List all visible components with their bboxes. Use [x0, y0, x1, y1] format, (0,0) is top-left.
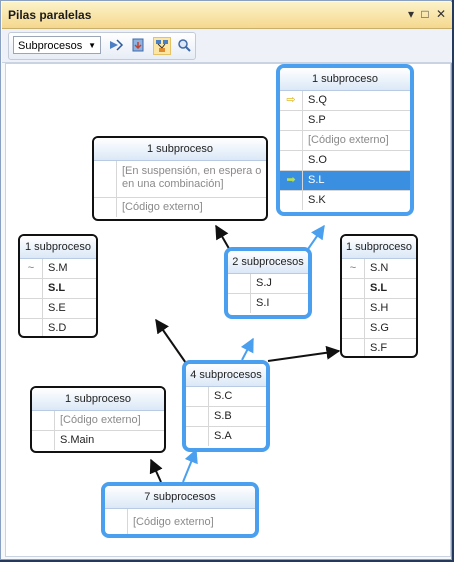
node-header: 4 subprocesos: [186, 364, 266, 387]
chevron-down-icon: ▼: [88, 41, 96, 50]
edge-middle-to-topright: [305, 224, 325, 253]
stack-frame[interactable]: S.D: [20, 319, 96, 336]
stack-frame[interactable]: [Código externo]: [280, 131, 410, 151]
stack-frame[interactable]: S.L: [342, 279, 416, 299]
call-edges: [149, 224, 341, 483]
edge-four-to-right: [267, 345, 341, 362]
toggle-method-view-icon[interactable]: [107, 37, 125, 55]
maximize-icon[interactable]: □: [421, 7, 429, 21]
stack-frame[interactable]: ~S.M: [20, 259, 96, 279]
title-bar: Pilas paralelas ▾ □ ✕: [2, 2, 452, 29]
stack-frame[interactable]: S.Main: [32, 431, 164, 450]
magnify-icon[interactable]: [175, 37, 193, 55]
stack-node-left[interactable]: 1 subproceso ~S.M S.L S.E S.D: [18, 234, 98, 338]
stack-frame[interactable]: [En suspensión, en espera o en una combi…: [94, 161, 266, 198]
stack-frame[interactable]: S.H: [342, 299, 416, 319]
arrow-icon: ⇨: [280, 91, 303, 110]
arrow-green-icon: ➡: [280, 171, 303, 190]
node-header: 2 subprocesos: [228, 251, 308, 274]
edge-bottom-to-main: [149, 458, 163, 483]
stack-frame[interactable]: S.C: [186, 387, 266, 407]
stack-frame[interactable]: [Código externo]: [105, 509, 255, 534]
window-controls: ▾ □ ✕: [404, 7, 446, 21]
stack-frame[interactable]: S.P: [280, 111, 410, 131]
stack-frame[interactable]: S.O: [280, 151, 410, 171]
stack-frame[interactable]: S.A: [186, 427, 266, 446]
edge-four-to-middle: [240, 337, 254, 361]
stack-frame[interactable]: S.K: [280, 191, 410, 210]
window-title: Pilas paralelas: [8, 8, 92, 22]
stack-node-top-middle[interactable]: 1 subproceso [En suspensión, en espera o…: [92, 136, 268, 221]
node-header: 1 subproceso: [342, 236, 416, 259]
node-header: 1 subproceso: [94, 138, 266, 161]
node-header: 1 subproceso: [32, 388, 164, 411]
view-selector[interactable]: Subprocesos ▼: [13, 36, 101, 54]
node-header: 7 subprocesos: [105, 486, 255, 509]
stack-frame[interactable]: ⇨S.Q: [280, 91, 410, 111]
stacks-canvas[interactable]: 1 subproceso ⇨S.Q S.P [Código externo] S…: [5, 63, 451, 557]
stack-node-middle[interactable]: 2 subprocesos S.J S.I: [224, 247, 312, 319]
edge-four-to-left: [155, 318, 189, 367]
stack-frame[interactable]: [Código externo]: [32, 411, 164, 431]
stack-frame[interactable]: [Código externo]: [94, 198, 266, 217]
stack-node-four[interactable]: 4 subprocesos S.C S.B S.A: [182, 360, 270, 452]
wave-icon: ~: [342, 259, 365, 278]
stack-node-top-right[interactable]: 1 subproceso ⇨S.Q S.P [Código externo] S…: [276, 64, 414, 216]
stack-node-right[interactable]: 1 subproceso ~S.N S.L S.H S.G S.F: [340, 234, 418, 358]
stack-frame[interactable]: S.E: [20, 299, 96, 319]
auto-scroll-icon[interactable]: [129, 37, 147, 55]
stack-frame[interactable]: S.I: [228, 294, 308, 313]
wave-icon: ~: [20, 259, 43, 278]
stack-frame[interactable]: S.G: [342, 319, 416, 339]
toolbar-group: Subprocesos ▼: [8, 32, 196, 60]
node-header: 1 subproceso: [20, 236, 96, 259]
close-icon[interactable]: ✕: [435, 7, 446, 21]
view-selector-value: Subprocesos: [18, 40, 83, 52]
stack-node-bottom[interactable]: 7 subprocesos [Código externo]: [101, 482, 259, 538]
stack-frame-current[interactable]: ➡S.L: [280, 171, 410, 191]
toolbar: Subprocesos ▼: [2, 29, 452, 63]
stack-frame[interactable]: ~S.N: [342, 259, 416, 279]
stack-frame[interactable]: S.F: [342, 339, 416, 356]
stack-node-main[interactable]: 1 subproceso [Código externo] S.Main: [30, 386, 166, 453]
toggle-zoom-icon[interactable]: [153, 37, 171, 55]
stack-frame[interactable]: S.L: [20, 279, 96, 299]
dropdown-icon[interactable]: ▾: [407, 7, 414, 21]
node-header: 1 subproceso: [280, 68, 410, 91]
stack-frame[interactable]: S.J: [228, 274, 308, 294]
stack-frame[interactable]: S.B: [186, 407, 266, 427]
edge-bottom-to-four: [182, 448, 198, 483]
